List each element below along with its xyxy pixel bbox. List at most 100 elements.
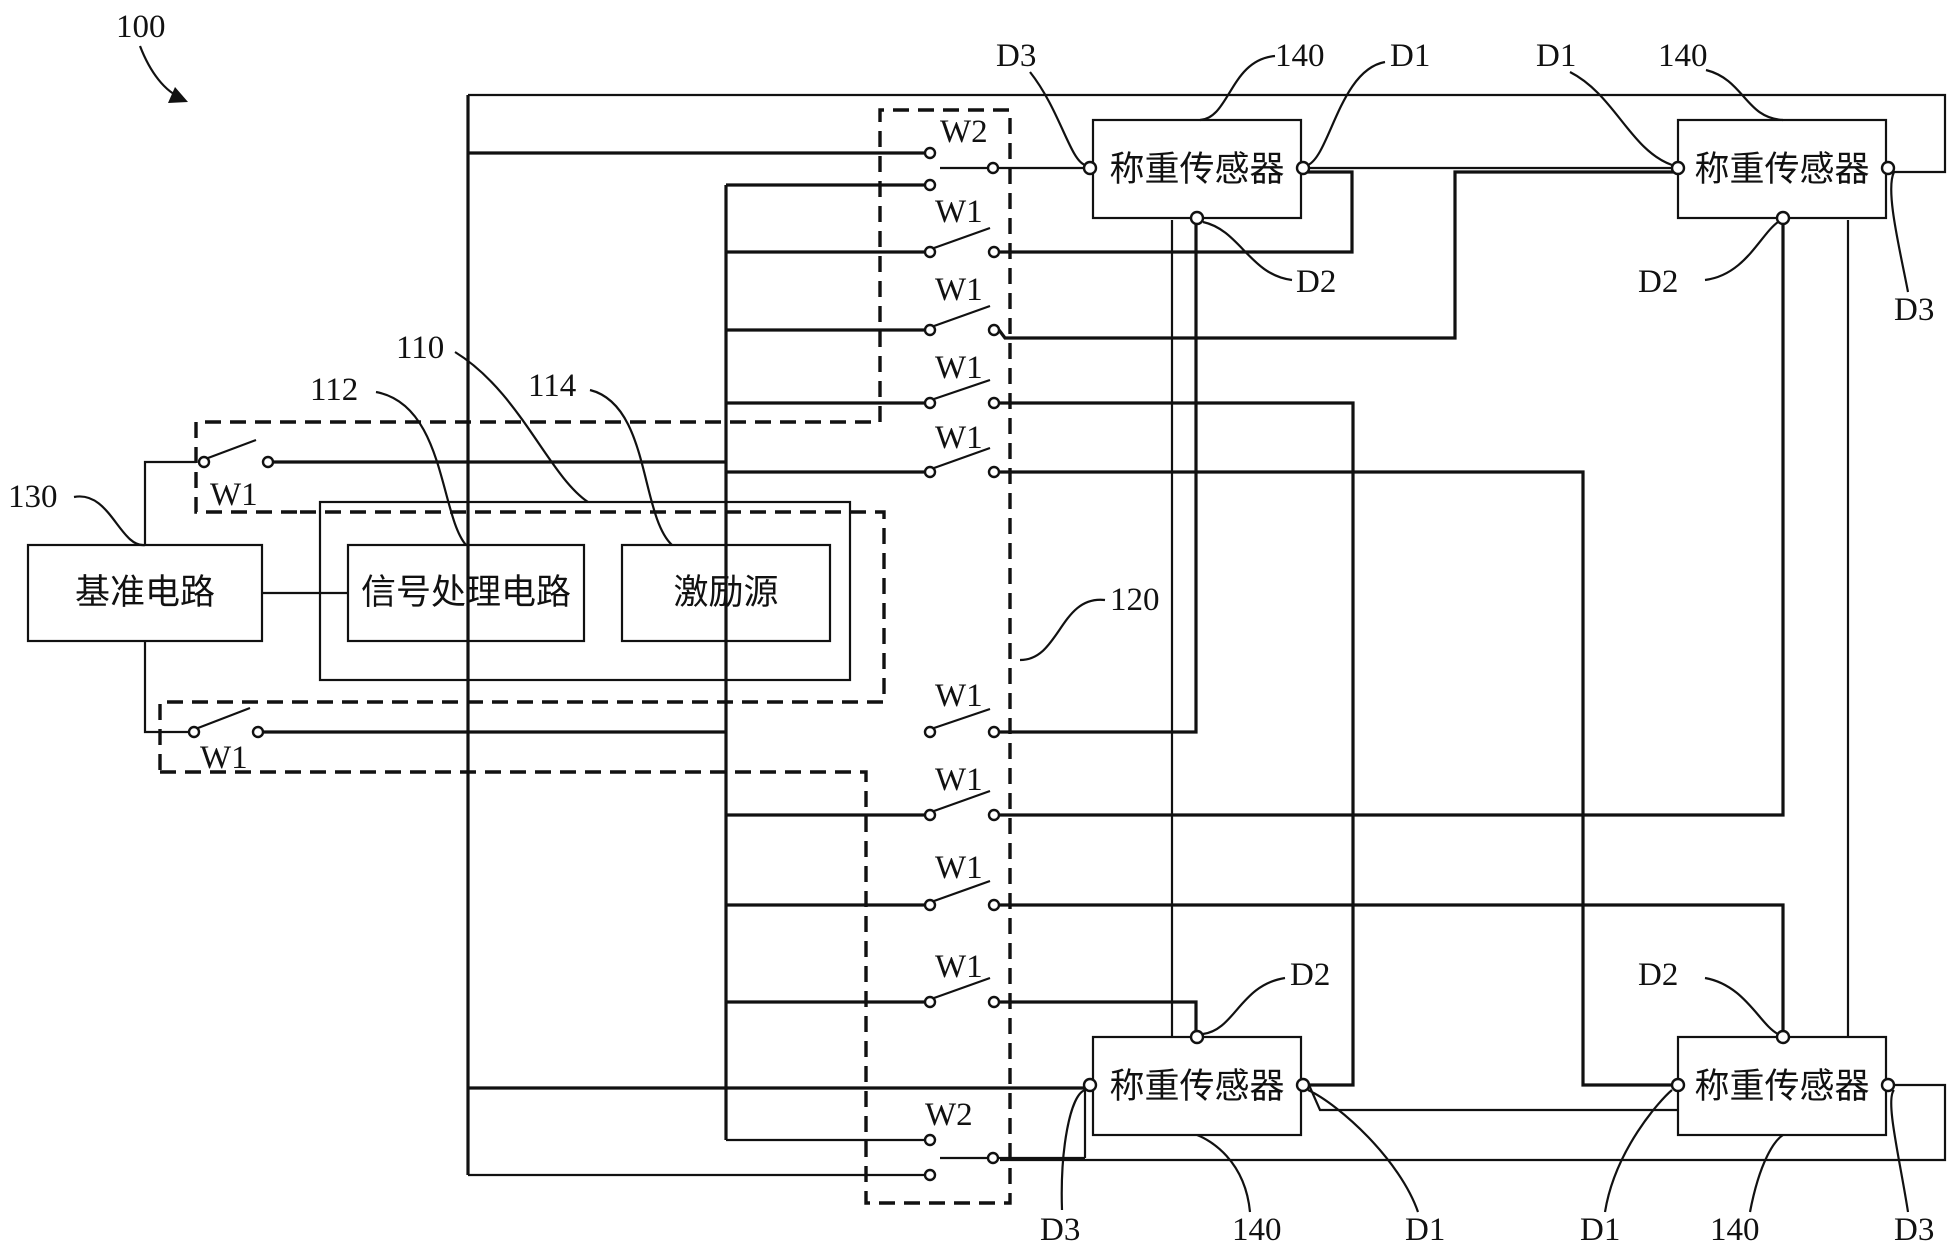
label-d3-bl: D3 — [1040, 1212, 1080, 1248]
switch-left-upper-label: W1 — [210, 477, 258, 513]
w1-row7-out — [999, 903, 1785, 1037]
switch-contact — [923, 245, 937, 259]
switch-left-lower-label: W1 — [200, 740, 248, 776]
switch-blade — [933, 378, 991, 401]
switch-contact — [923, 323, 937, 337]
switch-contact — [987, 396, 1001, 410]
switch-contact — [987, 465, 1001, 479]
reference-circuit-label: 基准电路 — [75, 573, 215, 612]
label-d1-tr: D1 — [1536, 38, 1576, 74]
sensor-terminal-d3 — [1880, 1077, 1896, 1093]
label-d2-br: D2 — [1638, 957, 1678, 993]
figure-label: 100 — [116, 9, 166, 45]
switch-contact — [923, 178, 937, 192]
switch-w1-label: W1 — [935, 678, 983, 714]
switch-w1-label: W1 — [935, 850, 983, 886]
leader-d2-tr — [1704, 221, 1779, 282]
label-d1-br: D1 — [1580, 1212, 1620, 1248]
switch-contact — [987, 245, 1001, 259]
sensor-bottom-right-label: 称重传感器 — [1694, 1067, 1869, 1106]
w1-row8-out — [999, 1000, 1198, 1037]
switch-blade — [933, 879, 991, 903]
switch-w1-label: W1 — [935, 272, 983, 308]
switch-w1-label: W1 — [935, 350, 983, 386]
sensor-terminal-d3 — [1880, 160, 1896, 176]
leader-110 — [454, 351, 589, 503]
switch-contact — [923, 1168, 937, 1182]
bl-d1-wire — [1307, 1084, 1682, 1112]
switch-enclosure-dashed — [158, 108, 1012, 1205]
leader-140-br — [1748, 1134, 1784, 1213]
sensor-terminal-d2 — [1189, 210, 1205, 226]
switch-blade — [207, 438, 257, 460]
label-d3-br: D3 — [1894, 1212, 1934, 1248]
w1-row1-out — [999, 170, 1354, 254]
ref-upper-wire — [143, 460, 196, 545]
switch-blade — [933, 304, 991, 328]
ref-114: 114 — [528, 368, 576, 404]
w1-row2-out — [997, 170, 1675, 340]
sensor-bottom-right-box — [1676, 1035, 1888, 1137]
switch-contact — [986, 1151, 1000, 1165]
switch-w2-bottom-label: W2 — [925, 1097, 973, 1133]
switch-contact — [923, 465, 937, 479]
sensor-top-right-box — [1676, 118, 1888, 220]
label-d1-bl: D1 — [1405, 1212, 1445, 1248]
leader-120 — [1019, 598, 1106, 662]
switch-contact — [923, 898, 937, 912]
switch-contact — [923, 396, 937, 410]
switch-contact — [251, 725, 265, 739]
switch-contact — [986, 161, 1000, 175]
sensor-terminal-d2 — [1189, 1029, 1205, 1045]
switch-blade — [933, 226, 991, 250]
ref-110: 110 — [396, 330, 444, 366]
switch-blade — [933, 707, 991, 730]
w1-row3-out — [999, 401, 1355, 1087]
leader-d1-tl — [1307, 60, 1386, 167]
switch-contact — [923, 808, 937, 822]
sensor-top-left-label: 称重传感器 — [1109, 150, 1284, 189]
sensor-top-right-label: 称重传感器 — [1694, 150, 1869, 189]
sensor-terminal-d1 — [1295, 1077, 1311, 1093]
leader-d3-bl — [1060, 1088, 1086, 1211]
sensor-terminal-d2 — [1775, 1029, 1791, 1045]
w1-row6-out — [999, 220, 1785, 817]
leader-140-tl — [1199, 54, 1276, 122]
label-d2-tr: D2 — [1638, 264, 1678, 300]
br-d3-wire — [1000, 1083, 1947, 1162]
leader-d3-br — [1890, 1089, 1910, 1213]
label-d3-tl: D3 — [996, 38, 1036, 74]
w1-row4-out — [999, 470, 1675, 1087]
sensor-terminal-d1 — [1670, 1077, 1686, 1093]
switch-contact — [923, 1133, 937, 1147]
ref-lower-wire — [143, 641, 190, 734]
signal-processing-label: 信号处理电路 — [361, 573, 571, 612]
leader-d2-bl — [1202, 976, 1286, 1036]
switch-blade — [933, 789, 991, 813]
switch-contact — [987, 725, 1001, 739]
leader-d2-br — [1704, 976, 1779, 1035]
sensor-terminal-d2 — [1775, 210, 1791, 226]
leader-140-tr — [1705, 68, 1784, 122]
ref-120: 120 — [1110, 582, 1160, 618]
ref-140-bl: 140 — [1232, 1212, 1282, 1248]
label-d2-tl: D2 — [1296, 264, 1336, 300]
switch-contact — [923, 995, 937, 1009]
sensor-terminal-d1 — [1295, 160, 1311, 176]
leader-d3-tr — [1890, 171, 1910, 293]
label-d3-tr: D3 — [1894, 292, 1934, 328]
leader-d2-tl — [1202, 220, 1293, 282]
label-d1-tl: D1 — [1390, 38, 1430, 74]
switch-contact — [923, 725, 937, 739]
leader-d1-br — [1603, 1089, 1673, 1213]
switch-blade — [933, 976, 991, 1000]
sensor-bottom-left-label: 称重传感器 — [1109, 1067, 1284, 1106]
figure-label-arrowhead — [168, 87, 188, 103]
ref-140-tl: 140 — [1275, 38, 1325, 74]
w1-row5-out — [999, 220, 1198, 734]
switch-contact — [987, 323, 1001, 337]
switch-contact — [987, 995, 1001, 1009]
top-frame-wire — [468, 93, 1947, 174]
ref-140-tr: 140 — [1658, 38, 1708, 74]
leader-d1-tr — [1569, 71, 1673, 167]
